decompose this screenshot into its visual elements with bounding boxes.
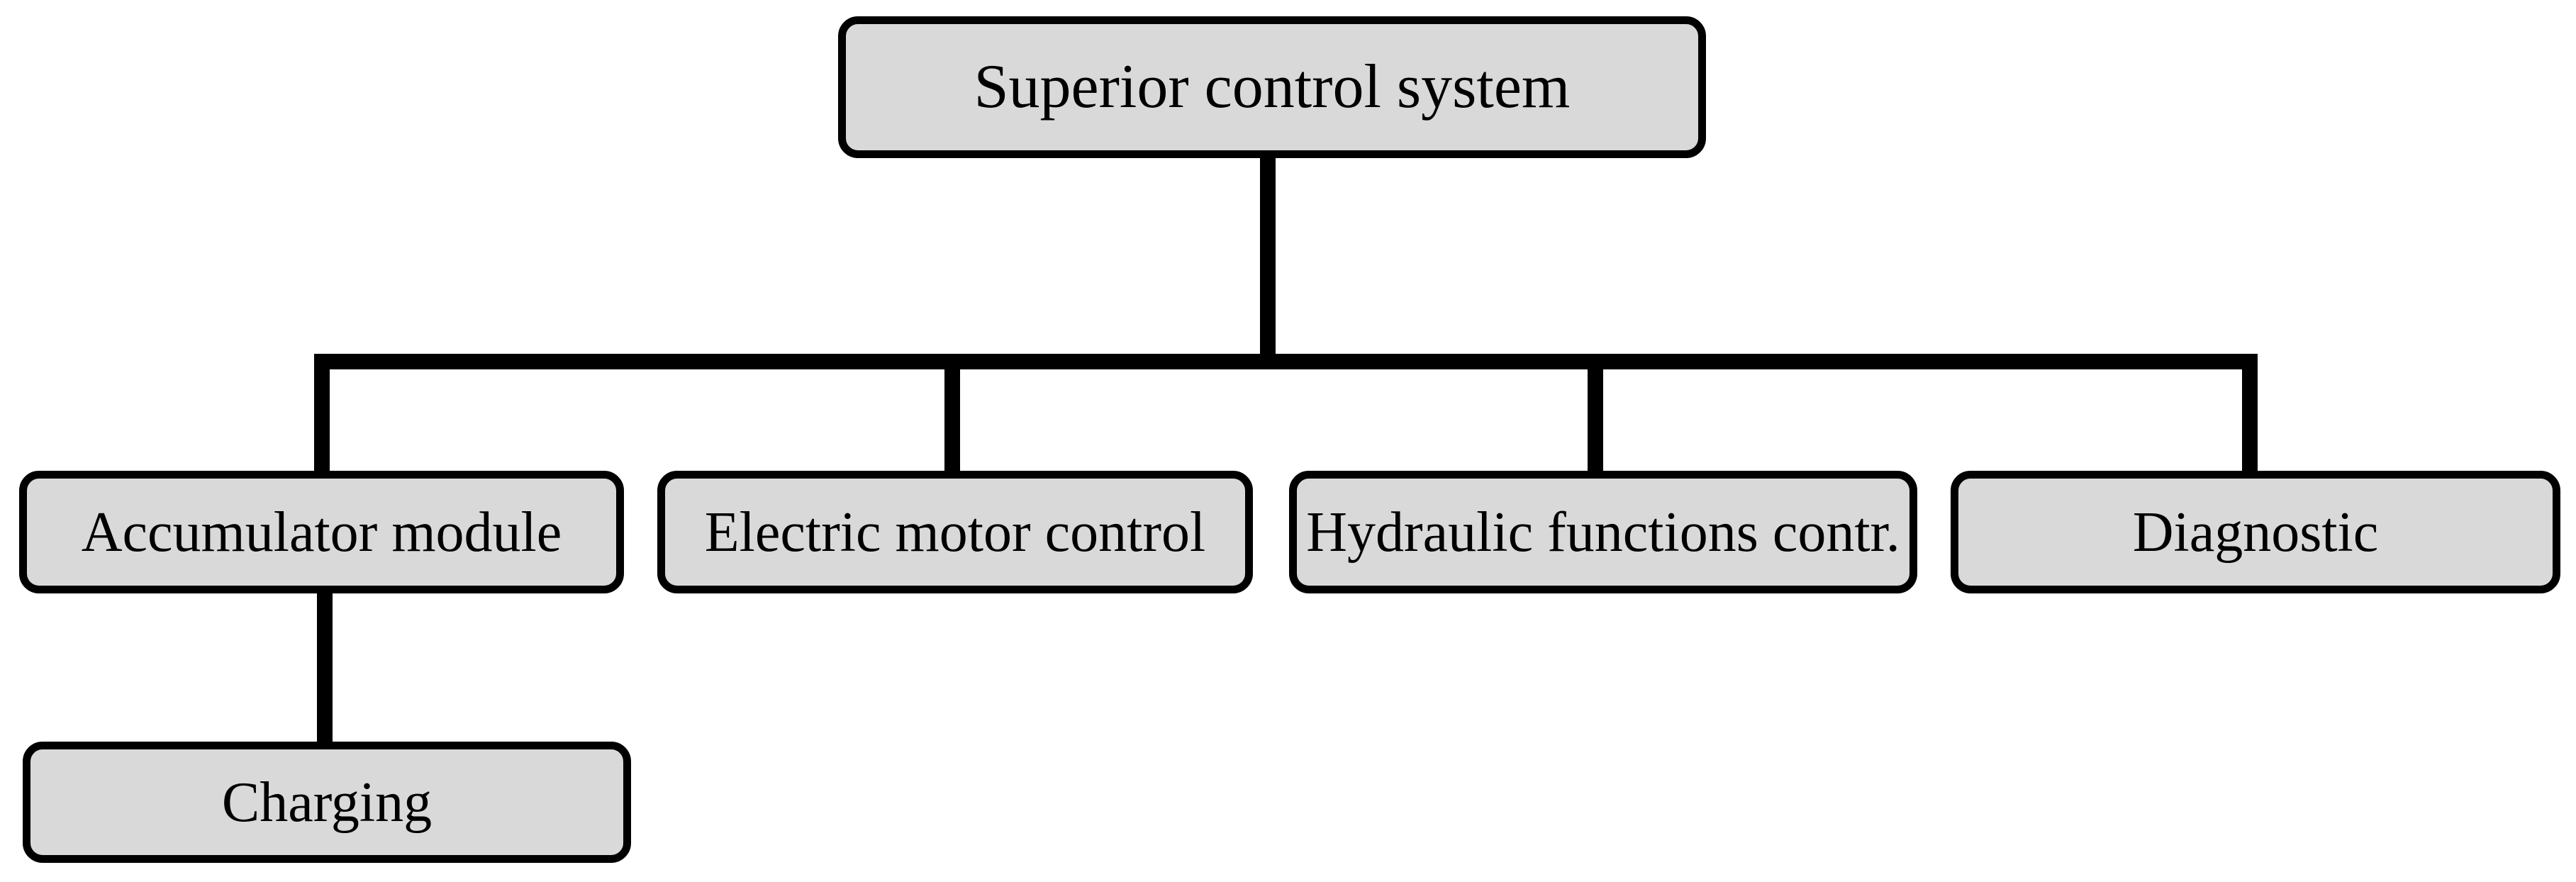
connector-drop-diagnostic xyxy=(2242,354,2258,472)
node-accumulator-module: Accumulator module xyxy=(19,471,624,593)
node-charging: Charging xyxy=(23,742,631,863)
connector-drop-electric-motor xyxy=(944,369,960,472)
node-superior-control-system: Superior control system xyxy=(838,16,1706,158)
connector-drop-accumulator xyxy=(314,354,330,472)
connector-drop-hydraulic xyxy=(1588,369,1603,472)
node-hydraulic-functions-control: Hydraulic functions contr. xyxy=(1289,471,1917,593)
connector-accumulator-charging xyxy=(317,592,333,743)
node-electric-motor-control: Electric motor control xyxy=(657,471,1253,593)
connector-distributor-bar xyxy=(314,354,2258,369)
node-diagnostic: Diagnostic xyxy=(1951,471,2560,593)
connector-superior-trunk xyxy=(1260,157,1276,369)
